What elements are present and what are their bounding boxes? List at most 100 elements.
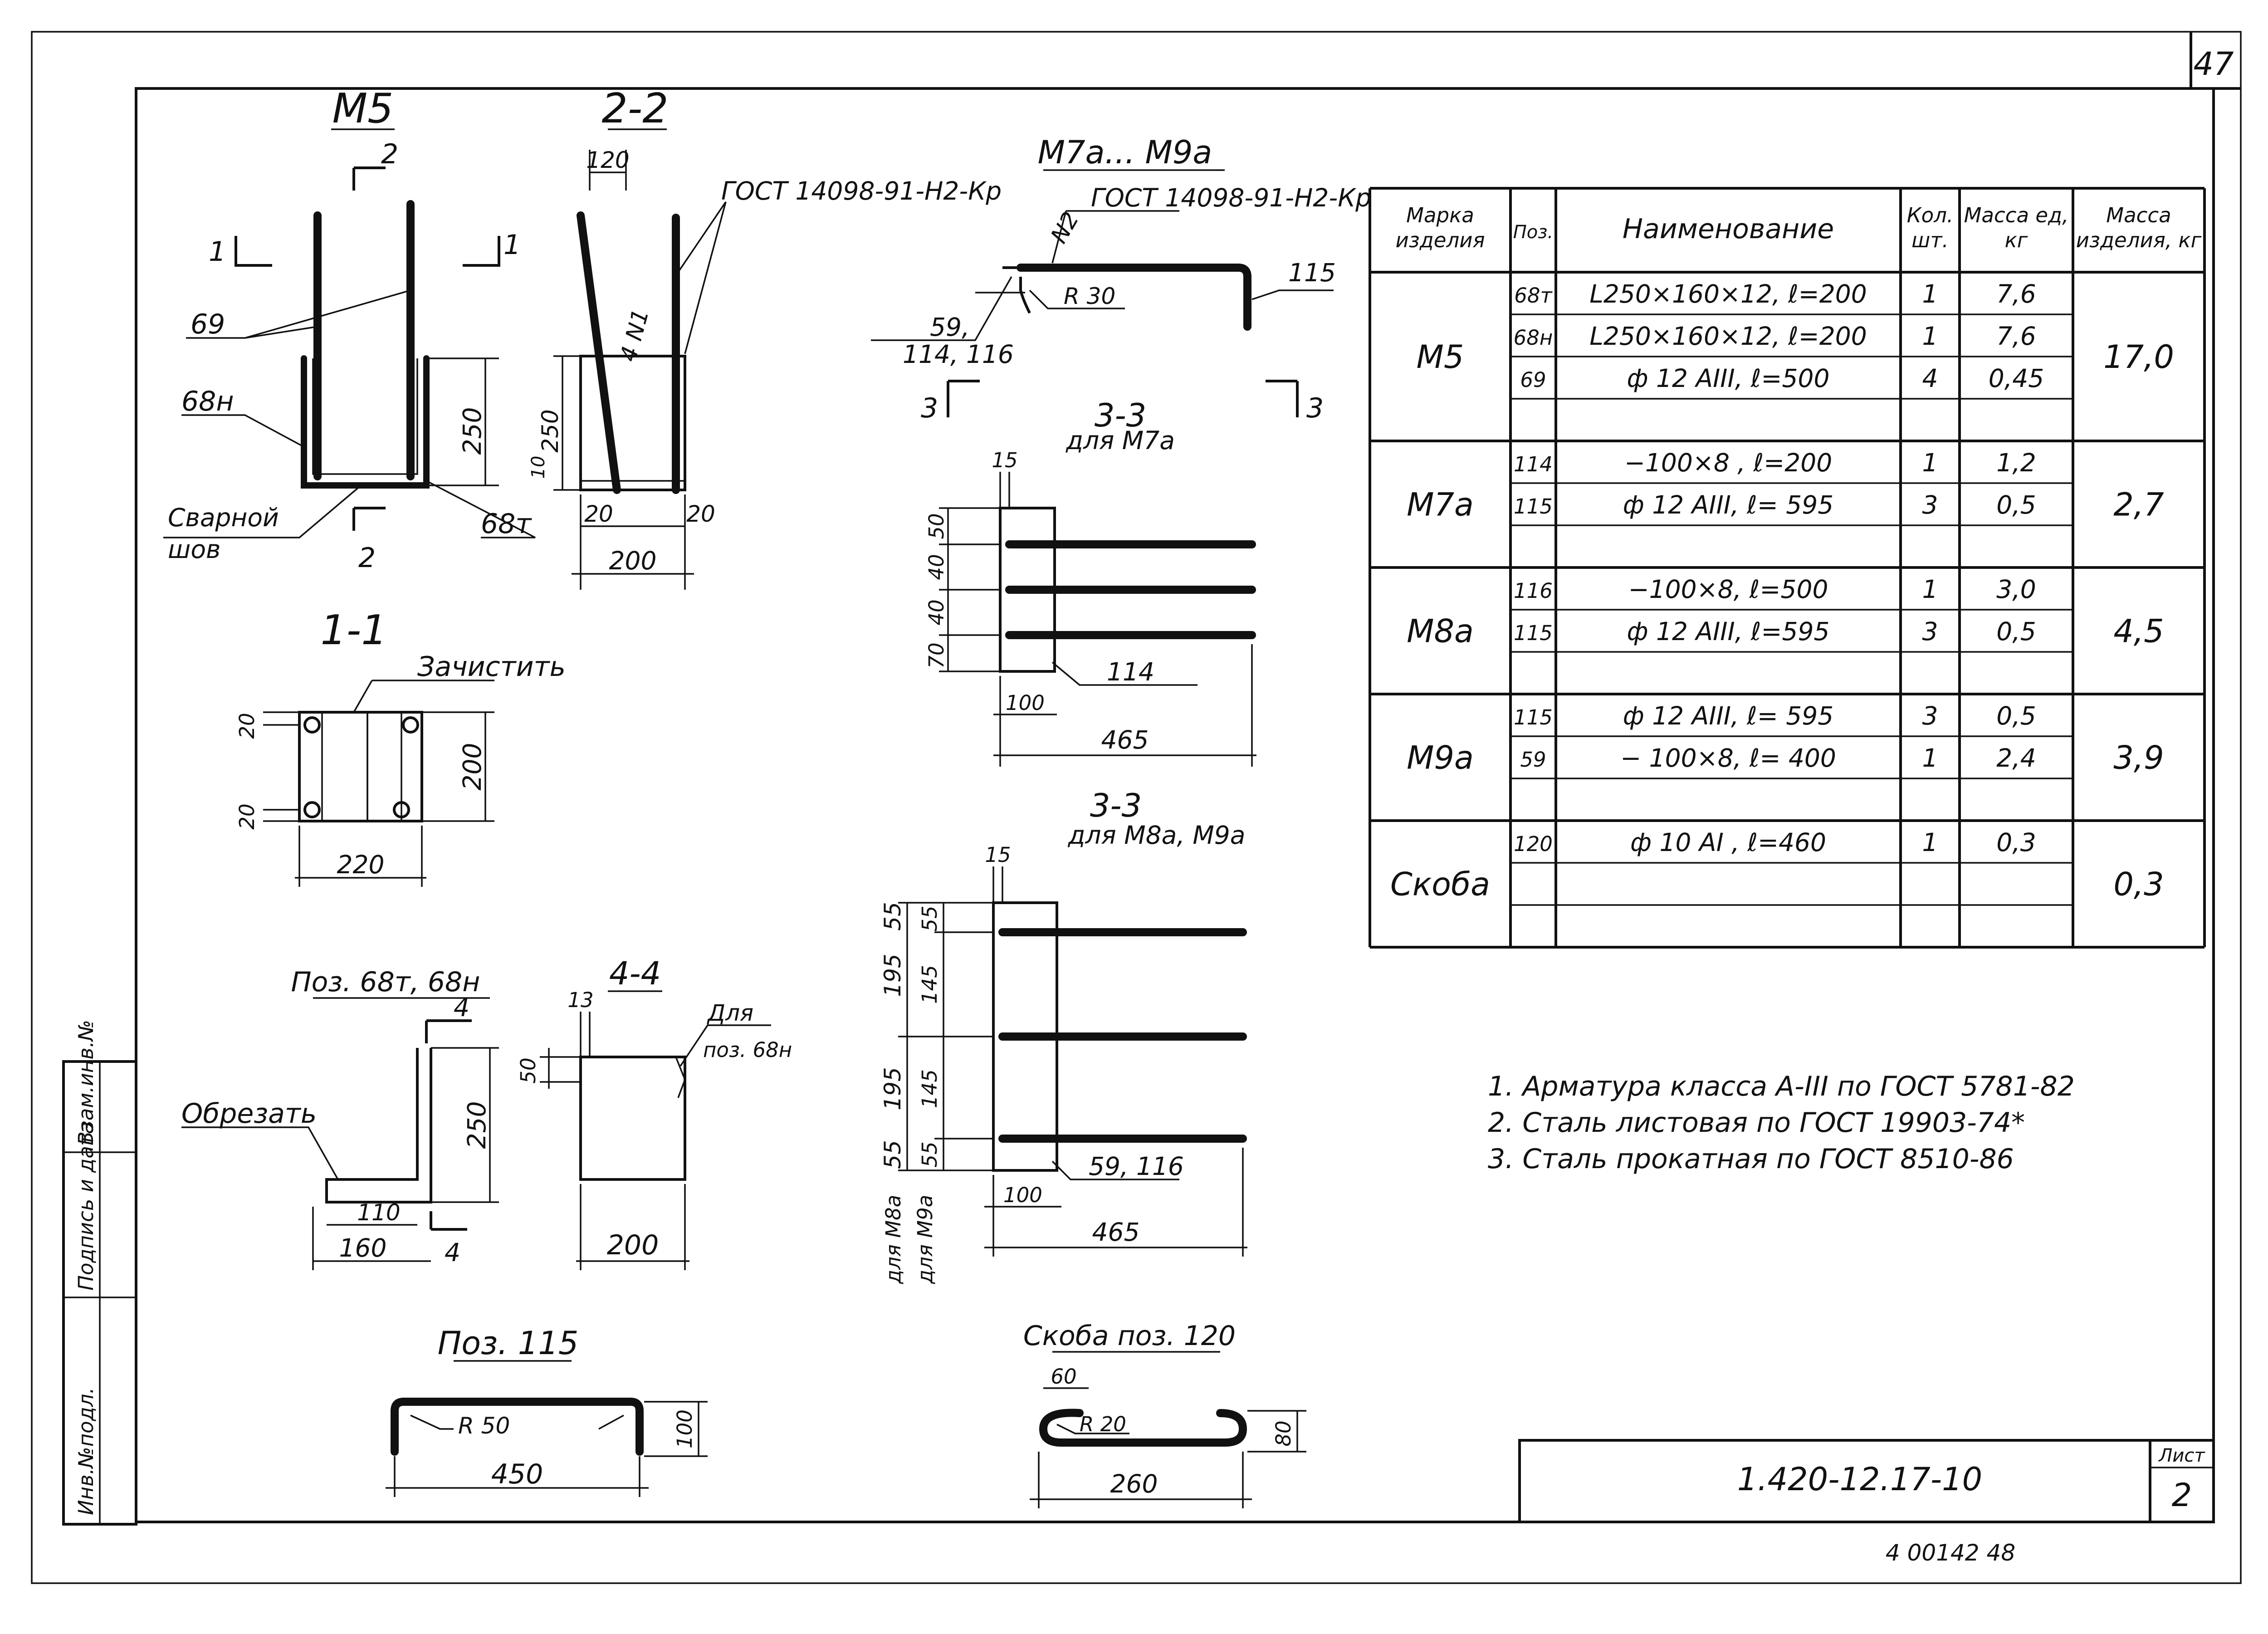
table-header-3: Кол. <box>1907 203 1954 227</box>
s33b-dim-195-top: 195 <box>880 954 906 997</box>
cell-mass: 2,4 <box>1996 744 2036 773</box>
bracket-title: Скоба поз. 120 <box>1023 1320 1236 1352</box>
view-section-1-1: 1-1 Зачистить 20 20 200 220 <box>235 607 566 887</box>
cell-mass: 0,5 <box>1996 701 2036 730</box>
s11-dim-200: 200 <box>458 743 487 791</box>
cell-name: ф 12 АIII, ℓ= 595 <box>1623 490 1834 519</box>
s22-gost: ГОСТ 14098-91-Н2-Кр <box>721 176 1002 205</box>
view-section-2-2: 2-2 120 4 N1 ГОСТ 14098-91-Н2-Кр 250 10 … <box>528 85 1002 590</box>
s33b-subtitle: для М8а, М9а <box>1067 821 1245 850</box>
s33b-dim-145-bottom: 145 <box>918 1069 942 1108</box>
cell-mass: 3,0 <box>1996 575 2036 604</box>
m5-cut-right: 1 <box>503 229 521 261</box>
cell-mark: Скоба <box>1390 866 1490 903</box>
cell-qty: 1 <box>1922 828 1938 857</box>
table-header-0: Марка <box>1406 203 1474 227</box>
s44-note-for: Для <box>707 1000 753 1026</box>
view-section-4-4: 4-4 13 50 Для поз. 68н 200 <box>516 955 792 1270</box>
m7a-label-59: 59, <box>930 313 969 342</box>
cell-qty: 3 <box>1922 490 1938 519</box>
view-pos-68: Поз. 68т, 68н 4 4 Обрезать 250 110 160 <box>181 966 499 1270</box>
sheet-frame: 47 <box>31 31 2242 1584</box>
cell-total: 4,5 <box>2113 613 2164 650</box>
table-header-5-line2: изделия, кг <box>2076 228 2202 252</box>
cell-mark: М5 <box>1417 338 1464 376</box>
sheet-label: Лист <box>2158 1445 2205 1466</box>
bracket-dim-260: 260 <box>1110 1469 1158 1498</box>
stamp-sign-date: Подпись и дата <box>74 1121 98 1291</box>
s44-dim-50: 50 <box>516 1057 540 1083</box>
view-pos-115: Поз. 115 R 50 450 100 <box>386 1325 708 1497</box>
cell-qty: 1 <box>1922 279 1938 308</box>
bracket-dim-80: 80 <box>1271 1420 1295 1446</box>
pos68-cut-bottom: 4 <box>445 1238 460 1267</box>
m5-weld-line2: шов <box>168 535 220 564</box>
m7a-gost: ГОСТ 14098-91-Н2-Кр <box>1091 183 1371 212</box>
note-1: 1. Арматура класса А-III по ГОСТ 5781-82 <box>1488 1071 2075 1102</box>
cell-qty: 3 <box>1922 701 1938 730</box>
cell-qty: 1 <box>1922 744 1938 773</box>
m7a-cut-left: 3 <box>921 392 938 424</box>
s33b-for-m9a: для М9а <box>913 1195 937 1284</box>
cell-total: 0,3 <box>2113 866 2164 903</box>
table-header-1: Поз. <box>1513 222 1554 243</box>
pos68-dim-160: 160 <box>339 1233 387 1262</box>
table-header-2: Наименование <box>1623 213 1834 245</box>
drawing-code: 1.420-12.17-10 <box>1737 1461 1982 1498</box>
m7a-cut-right: 3 <box>1306 392 1324 424</box>
s33b-dim-465: 465 <box>1092 1218 1140 1247</box>
s33b-dim-55-outer-top: 55 <box>880 902 906 931</box>
m5-weld-line1: Сварной <box>168 503 279 532</box>
cell-qty: 4 <box>1922 364 1938 393</box>
s33b-title: 3-3 <box>1090 787 1142 824</box>
s44-title: 4-4 <box>609 955 661 992</box>
cell-name: −100×8, ℓ=500 <box>1628 575 1828 604</box>
m5-label-69: 69 <box>191 308 225 340</box>
cell-total: 17,0 <box>2103 338 2174 376</box>
pos115-dim-100: 100 <box>673 1409 697 1448</box>
pos115-title: Поз. 115 <box>438 1325 579 1362</box>
s11-title: 1-1 <box>321 607 387 654</box>
side-stamp: Инв.№подл. Подпись и дата Взам.инв.№ <box>62 1020 137 1526</box>
s33b-for-m8a: для М8а <box>881 1195 905 1284</box>
cell-mass: 0,5 <box>1996 617 2036 646</box>
view-bracket-120: Скоба поз. 120 60 R 20 80 260 <box>1023 1320 1306 1508</box>
view-m7a-m9a: М7а... М9а N2 ГОСТ 14098-91-Н2-Кр R 30 1… <box>871 134 1371 424</box>
s33a-title: 3-3 <box>1095 397 1146 434</box>
m7a-label-114: 114, 116 <box>903 340 1014 369</box>
cell-pos: 115 <box>1514 705 1553 729</box>
view-m5: М5 2 2 1 1 69 68н 68т Сварной шов 250 <box>163 85 536 574</box>
cell-qty: 1 <box>1922 448 1938 477</box>
note-2: 2. Сталь листовая по ГОСТ 19903-74* <box>1488 1107 2025 1139</box>
stamp-inv-replace: Взам.инв.№ <box>74 1020 98 1145</box>
s11-dim-20-top: 20 <box>235 713 259 739</box>
view-section-3-3-m8a: 3-3 для М8а, М9а 15 55 195 195 55 55 145… <box>880 787 1247 1284</box>
cell-pos: 114 <box>1514 452 1553 476</box>
cell-total: 2,7 <box>2113 486 2164 523</box>
pos115-dim-450: 450 <box>491 1458 543 1490</box>
cell-qty: 1 <box>1922 322 1938 351</box>
cell-name: ф 12 АIII, ℓ=595 <box>1627 617 1829 646</box>
s22-dim-10: 10 <box>528 456 549 479</box>
title-block: 1.420-12.17-10 Лист 2 4 00142 48 <box>1518 1439 2215 1566</box>
m5-label-68t: 68т <box>481 508 532 540</box>
m5-title: М5 <box>332 85 394 132</box>
cell-mass: 0,3 <box>1996 828 2036 857</box>
note-3: 3. Сталь прокатная по ГОСТ 8510-86 <box>1488 1143 2014 1175</box>
s22-title: 2-2 <box>602 85 669 132</box>
bracket-dim-60: 60 <box>1051 1365 1076 1389</box>
s33b-label: 59, 116 <box>1089 1152 1184 1181</box>
s33a-dim-40b: 40 <box>924 599 948 625</box>
table-header-3-line2: шт. <box>1911 228 1949 252</box>
s33a-dim-465: 465 <box>1101 725 1149 754</box>
pos68-cut-top: 4 <box>454 993 469 1022</box>
s33a-label-114: 114 <box>1107 657 1154 686</box>
m7a-label-115: 115 <box>1288 258 1336 287</box>
stamp-inv-orig: Инв.№подл. <box>74 1387 98 1515</box>
cell-name: L250×160×12, ℓ=200 <box>1589 279 1867 308</box>
bracket-radius: R 20 <box>1080 1412 1126 1436</box>
cell-qty: 1 <box>1922 575 1938 604</box>
s33b-dim-100: 100 <box>1003 1183 1042 1207</box>
cell-pos: 115 <box>1514 621 1553 645</box>
